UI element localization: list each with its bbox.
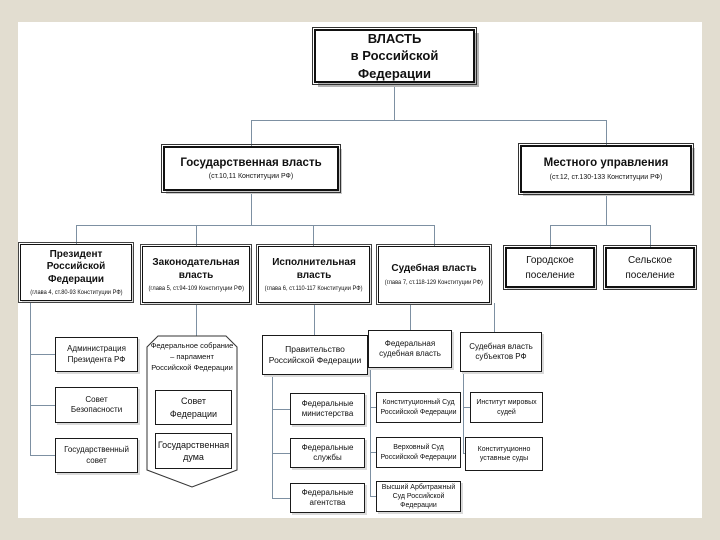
judicial-title: Судебная власть [391,263,477,275]
federal-judiciary-box: Федеральная судебная власть [368,330,452,368]
federal-services-box: Федеральные службы [290,438,365,468]
connector-line [272,409,290,410]
local-branch-title: Местного управления [543,157,669,170]
connector-line [272,375,273,498]
executive-note: (глава 6, ст.110-117 Конституции РФ) [265,285,363,292]
president-title: Президент Российской Федерации [46,248,106,285]
connector-line [463,453,466,454]
federal-agencies-box: Федеральные агентства [290,483,365,513]
connector-line [410,303,411,330]
judicial-box: Судебная власть (глава 7, ст.118-129 Кон… [376,244,492,305]
connector-line [30,405,55,406]
legislative-title: Законодательная власть [152,257,240,281]
state-duma-box: Государственная дума [155,433,232,469]
connector-line [251,191,252,225]
power-root-box: ВЛАСТЬ в Российской Федерации [312,27,477,85]
connector-line [650,225,651,247]
connector-line [550,225,551,247]
legislative-note: (глава 5, ст.94-109 Конституции РФ) [148,285,244,292]
connector-line [30,354,55,355]
connector-line [30,301,31,455]
connector-line [314,303,315,335]
local-branch-note: (ст.12, ст.130-133 Конституции РФ) [549,173,663,181]
connector-line [251,120,252,146]
connector-line [394,85,395,120]
connector-line [272,498,290,499]
connector-line [370,368,371,496]
connector-line [370,407,376,408]
president-note: (глава 4, ст.80-93 Конституции РФ) [29,289,123,297]
connector-line [550,225,650,226]
power-root-subtitle: в Российской Федерации [350,48,439,81]
security-council-box: Совет Безопасности [55,387,138,423]
presidential-administration-box: Администрация Президента РФ [55,337,138,372]
charter-courts-box: Конституционно уставные суды [465,437,543,471]
connector-line [494,303,495,332]
constitutional-court-box: Конституционный Суд Российской Федерации [376,392,461,423]
connector-line [370,452,376,453]
federal-ministries-box: Федеральные министерства [290,393,365,425]
connector-line [272,453,290,454]
connector-line [313,225,314,246]
connector-line [30,455,55,456]
connector-line [606,120,607,145]
local-branch-box: Местного управления (ст.12, ст.130-133 К… [518,143,694,195]
state-branch-note: (ст.10,11 Конституции РФ) [208,173,294,181]
executive-title: Исполнительная власть [272,257,356,281]
legislative-box: Законодательная власть (глава 5, ст.94-1… [140,244,252,305]
connector-line [76,225,434,226]
supreme-court-box: Верховный Суд Российской Федерации [376,437,461,468]
connector-line [606,193,607,225]
connector-line [434,225,435,246]
regional-judiciary-box: Судебная власть субъектов РФ [460,332,542,372]
federation-council-box: Совет Федерации [155,390,232,425]
executive-box: Исполнительная власть (глава 6, ст.110-1… [256,244,372,305]
state-branch-box: Государственная власть (ст.10,11 Констит… [161,144,341,193]
judicial-note: (глава 7, ст.118-129 Конституции РФ) [384,278,484,286]
magistrates-institute-box: Институт мировых судей [470,392,543,423]
connector-line [196,225,197,246]
president-box: Президент Российской Федерации (глава 4,… [18,242,134,303]
government-box: Правительство Российской Федерации [262,335,368,375]
state-council-box: Государственный совет [55,438,138,473]
connector-line [196,303,197,336]
connector-line [463,372,464,454]
arbitration-court-box: Высший Арбитражный Суд Российской Федера… [376,481,461,512]
connector-line [370,496,376,497]
federal-assembly-label: Федеральное собрание – парламент Российс… [150,341,234,372]
urban-settlement-box: Городское поселение [503,245,597,290]
connector-line [463,407,471,408]
connector-line [76,225,77,244]
power-root-title: ВЛАСТЬ [367,30,422,46]
state-branch-title: Государственная власть [180,156,322,169]
connector-line [251,120,607,121]
rural-settlement-box: Сельское поселение [603,245,697,290]
